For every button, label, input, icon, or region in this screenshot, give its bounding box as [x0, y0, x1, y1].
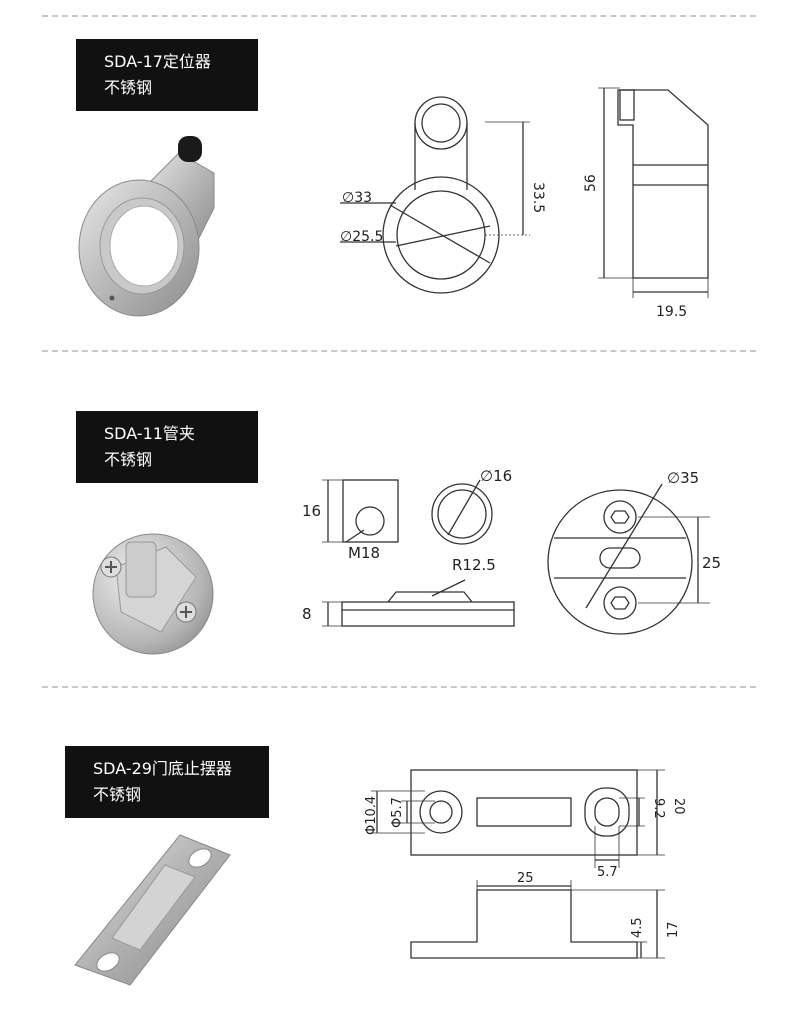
product-label-sda29: SDA-29门底止摆器 不锈钢	[65, 746, 269, 818]
dim-slot-width: 5.7	[597, 865, 618, 880]
product-name: SDA-17定位器	[104, 52, 211, 71]
dim-width: 19.5	[656, 304, 687, 320]
dim-plate-diameter: ∅35	[667, 469, 699, 487]
dim-base-height: 8	[302, 605, 312, 623]
dim-top-width: 25	[517, 871, 534, 886]
product-material: 不锈钢	[104, 78, 153, 97]
product-name: SDA-11管夹	[104, 424, 195, 443]
dim-total-height: 56	[583, 174, 599, 192]
section-divider-top	[42, 15, 756, 17]
dim-slot-height: 9.2	[651, 798, 666, 819]
drawing-sda11: 16 M18 ∅16 R12.5 8 ∅35 25	[302, 467, 721, 635]
product-material: 不锈钢	[93, 785, 142, 804]
dim-outer-diameter: Φ10.4	[364, 796, 379, 835]
dim-radius: R12.5	[452, 556, 496, 574]
product-label-sda17: SDA-17定位器 不锈钢	[76, 39, 258, 111]
dim-total-height: 20	[671, 798, 686, 815]
product-photo-sda11	[92, 533, 214, 655]
dim-ring-diameter: ∅16	[480, 467, 512, 485]
product-label-sda11: SDA-11管夹 不锈钢	[76, 411, 258, 483]
section-divider-bottom	[42, 686, 756, 688]
dim-inner-diameter: Φ5.7	[390, 797, 405, 828]
product-name: SDA-29门底止摆器	[93, 759, 232, 778]
drawing-sda29: Φ10.4 Φ5.7 9.2 20 5.7 25 4.5 17	[364, 769, 686, 959]
drawing-sda17: ∅33 ∅25.5 33.5 56 19.5	[340, 87, 709, 320]
product-material: 不锈钢	[104, 450, 153, 469]
dim-step-height: 4.5	[630, 917, 645, 938]
section-divider-middle	[42, 350, 756, 352]
dim-block-height: 16	[302, 502, 321, 520]
dim-hole-spacing: 25	[702, 554, 721, 572]
dim-height: 33.5	[530, 182, 546, 213]
dim-outer-diameter: ∅33	[342, 190, 372, 206]
product-photo-sda17	[78, 136, 215, 317]
dim-thread: M18	[348, 544, 380, 562]
dim-side-height: 17	[666, 921, 681, 938]
dim-inner-diameter: ∅25.5	[340, 229, 383, 245]
product-photo-sda29	[74, 834, 231, 986]
